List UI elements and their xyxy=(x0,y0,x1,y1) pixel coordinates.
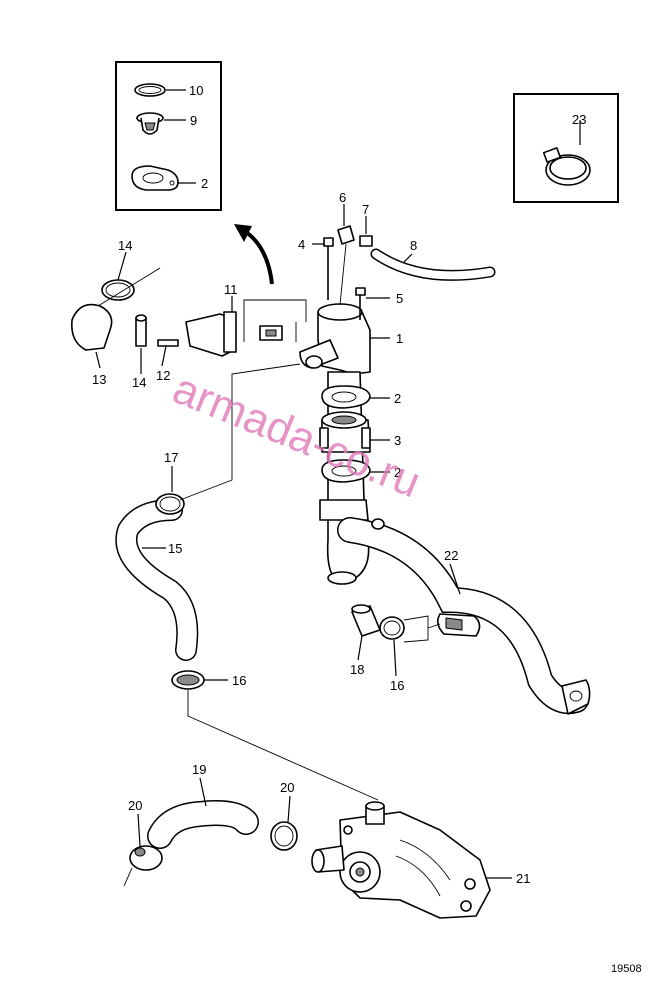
lower-hose-assembly xyxy=(115,363,379,801)
callout-17: 17 xyxy=(164,450,178,465)
coolant-pipe xyxy=(337,517,591,715)
thermostat-part xyxy=(136,112,164,135)
thermostat-inset xyxy=(115,61,222,211)
callout-19: 19 xyxy=(192,762,206,777)
callout-15: 15 xyxy=(168,541,182,556)
callout-7: 7 xyxy=(362,202,369,217)
callout-10: 10 xyxy=(189,83,203,98)
callout-13: 13 xyxy=(92,372,106,387)
callout-20-right: 20 xyxy=(280,780,294,795)
callout-12: 12 xyxy=(156,368,170,383)
figure-number: 19508 xyxy=(611,963,642,975)
callout-4: 4 xyxy=(298,237,305,252)
callout-2-lower: 2 xyxy=(394,465,401,480)
callout-5: 5 xyxy=(396,291,403,306)
callout-18: 18 xyxy=(350,662,364,677)
bypass-branch xyxy=(70,267,307,357)
o-ring-part xyxy=(134,83,166,97)
callout-2: 2 xyxy=(201,176,208,191)
callout-2-upper: 2 xyxy=(394,391,401,406)
callout-labels: 10 9 2 23 6 7 4 8 14 11 5 1 13 14 12 2 3… xyxy=(92,83,586,886)
callout-6: 6 xyxy=(339,190,346,205)
callout-16-right: 16 xyxy=(390,678,404,693)
callout-1: 1 xyxy=(396,331,403,346)
leader-lines xyxy=(95,120,581,879)
gasket-part xyxy=(131,165,179,191)
water-pump-assembly xyxy=(123,800,491,919)
callout-23: 23 xyxy=(572,112,586,127)
hose-clamp-part xyxy=(542,147,591,186)
callout-21: 21 xyxy=(516,871,530,886)
inset-frame xyxy=(115,61,222,211)
inset-frame-2 xyxy=(513,93,619,203)
callout-16-left: 16 xyxy=(232,673,246,688)
callout-3: 3 xyxy=(394,433,401,448)
watermark: armada-co.ru xyxy=(166,364,427,507)
callout-11: 11 xyxy=(224,282,238,297)
callout-9: 9 xyxy=(190,113,197,128)
callout-14: 14 xyxy=(118,238,132,253)
clamp-inset xyxy=(513,93,619,203)
arrow-head xyxy=(234,224,252,242)
callout-8: 8 xyxy=(410,238,417,253)
reference-arrow xyxy=(244,230,274,285)
callout-14-lower: 14 xyxy=(132,375,146,390)
callout-20-left: 20 xyxy=(128,798,142,813)
callout-22: 22 xyxy=(444,548,458,563)
